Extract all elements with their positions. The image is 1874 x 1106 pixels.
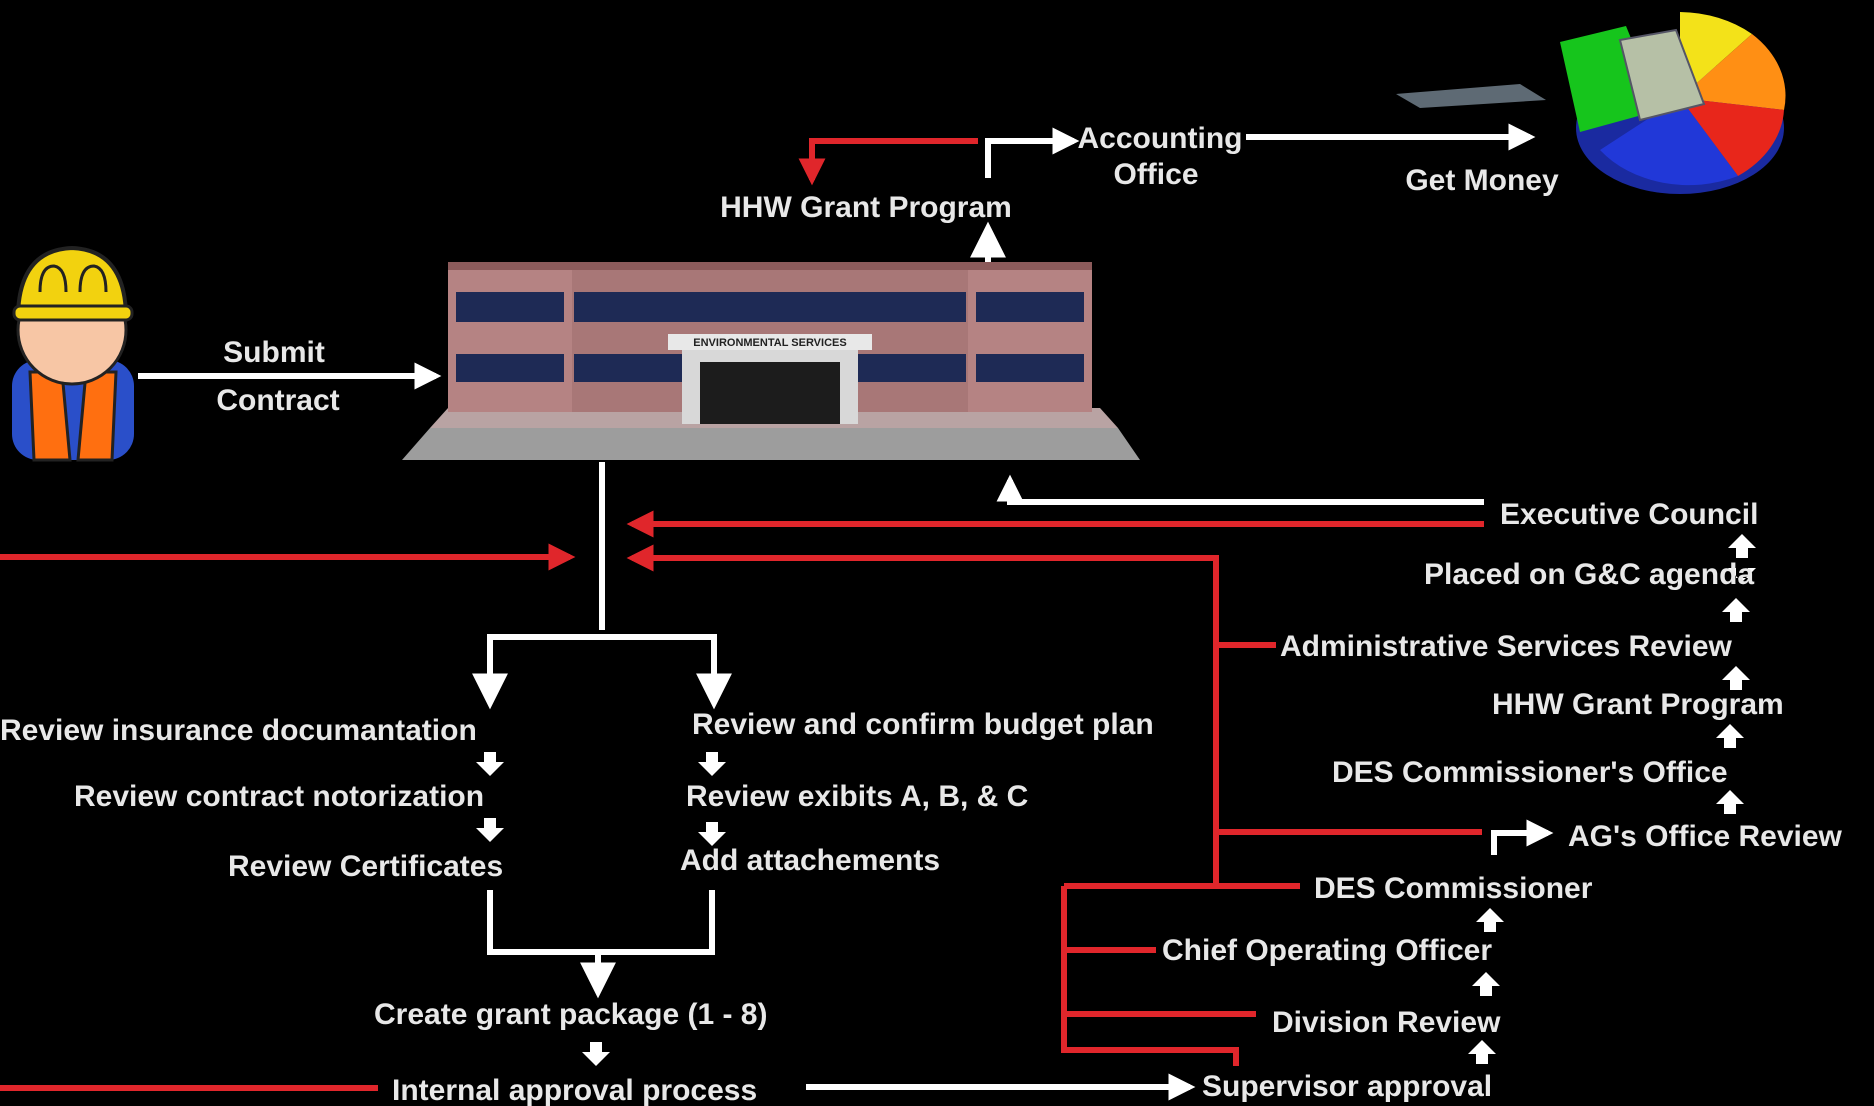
des-commissioner-office-label: DES Commissioner's Office [1332, 756, 1728, 789]
building-sign: ENVIRONMENTAL SERVICES [693, 337, 846, 349]
division-review-label: Division Review [1272, 1006, 1501, 1039]
supervisor-approval-label: Supervisor approval [1202, 1070, 1492, 1103]
hhw-grant-program-top-label: HHW Grant Program [720, 191, 1012, 224]
accounting-office-label-line2: Office [1113, 158, 1198, 191]
chief-operating-officer-label: Chief Operating Officer [1162, 934, 1492, 967]
accounting-office-label-line1: Accounting [1078, 122, 1243, 155]
ag-office-review-label: AG's Office Review [1568, 820, 1843, 853]
hhw-grant-program-right-label: HHW Grant Program [1492, 688, 1784, 721]
administrative-services-review-label: Administrative Services Review [1280, 630, 1733, 663]
environmental-services-building-icon: ENVIRONMENTAL SERVICES [402, 262, 1140, 460]
review-certificates-label: Review Certificates [228, 850, 503, 883]
contract-label: Contract [216, 384, 339, 417]
review-exhibits-label: Review exibits A, B, & C [686, 780, 1028, 813]
diagram-labels: Submit Contract HHW Grant Program Accoun… [0, 122, 1843, 1106]
step-arrows [476, 534, 1756, 1066]
create-package-label: Create grant package (1 - 8) [374, 998, 767, 1031]
submit-label: Submit [223, 336, 325, 369]
money-pie-chart-icon [1396, 12, 1786, 194]
review-notorization-label: Review contract notorization [74, 780, 484, 813]
construction-worker-icon [12, 245, 134, 462]
review-budget-label: Review and confirm budget plan [692, 708, 1154, 741]
review-insurance-label: Review insurance documantation [0, 714, 477, 747]
get-money-label: Get Money [1405, 164, 1559, 197]
add-attachments-label: Add attachements [680, 844, 940, 877]
des-commissioner-label: DES Commissioner [1314, 872, 1593, 905]
gc-agenda-label: Placed on G&C agenda [1424, 558, 1754, 591]
red-connectors [0, 138, 1484, 1091]
white-connectors [138, 123, 1554, 1101]
internal-approval-label: Internal approval process [392, 1074, 757, 1106]
executive-council-label: Executive Council [1500, 498, 1758, 531]
